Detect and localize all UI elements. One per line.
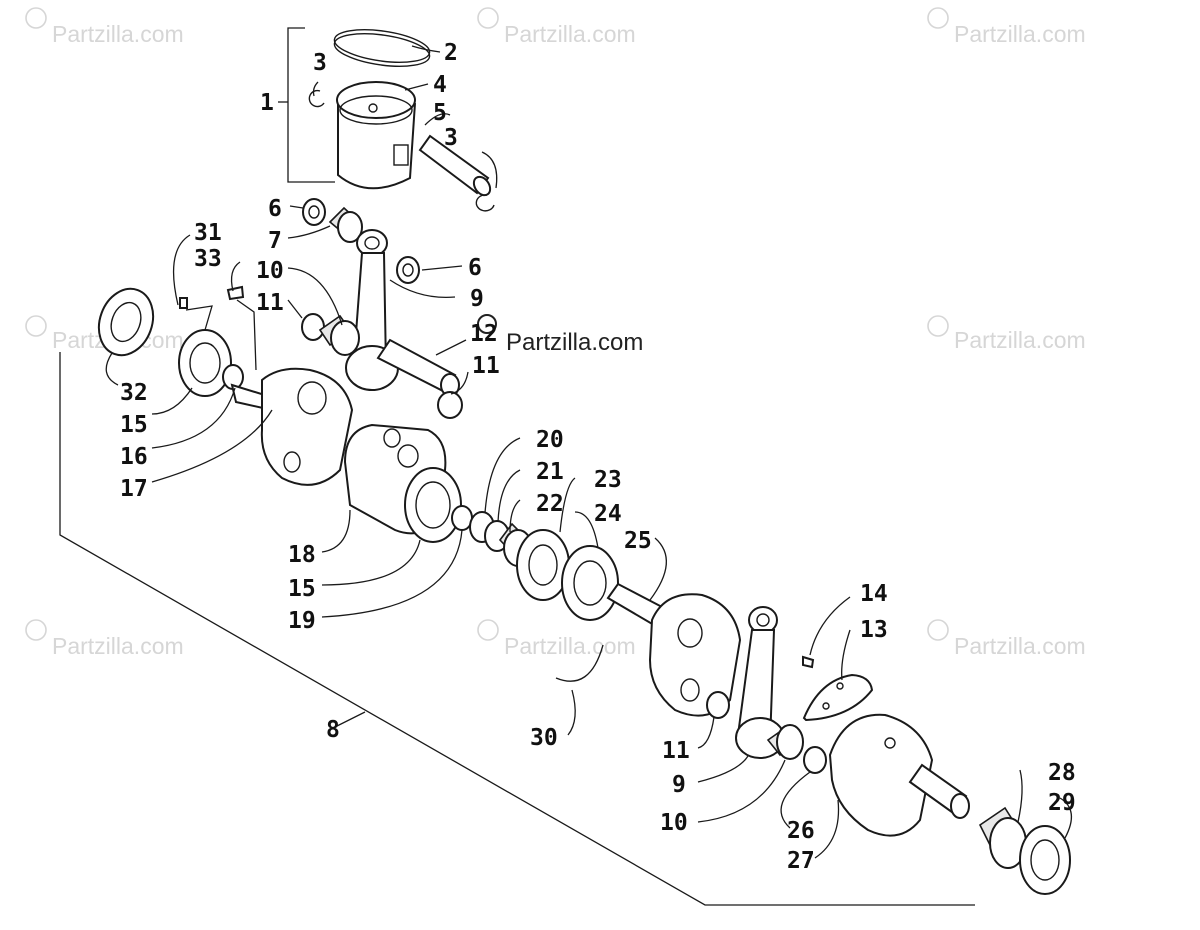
callout-12: 12 [470, 321, 498, 347]
callout-24: 24 [594, 501, 622, 527]
dowel-pin [179, 297, 188, 309]
callout-31: 31 [194, 220, 222, 246]
piston [336, 81, 416, 190]
callout-11: 11 [472, 353, 500, 379]
callout-16: 16 [120, 444, 148, 470]
callout-15: 15 [120, 412, 148, 438]
callout-13: 13 [860, 617, 888, 643]
callout-29: 29 [1048, 790, 1076, 816]
connecting-rod [735, 606, 785, 759]
callout-2: 2 [444, 40, 458, 66]
circlip [308, 89, 325, 108]
counterweight-plate [802, 673, 874, 722]
callout-9: 9 [470, 286, 484, 312]
watermark-low-center: Partzilla.com [477, 619, 636, 659]
watermark-text: Partzilla.com [954, 327, 1086, 353]
oil-seal [97, 287, 155, 357]
watermark-low-left: Partzilla.com [25, 619, 184, 659]
retaining-ring [555, 644, 604, 682]
watermark-text: Partzilla.com [504, 21, 636, 47]
callout-19: 19 [288, 608, 316, 634]
connecting-rod [345, 229, 399, 391]
callout-9: 9 [672, 772, 686, 798]
o-ring [451, 505, 473, 531]
center-seal [516, 529, 570, 601]
washer [803, 746, 827, 774]
roller-bearing [978, 806, 1027, 869]
callout-10: 10 [256, 258, 284, 284]
callout-32: 32 [120, 380, 148, 406]
callout-5: 5 [433, 100, 447, 126]
crankshaft-half-right [606, 582, 742, 717]
crankshaft-half-left [230, 367, 354, 486]
assembly-bracket-8 [59, 352, 975, 906]
watermark-top-left: Partzilla.com [25, 7, 184, 47]
callout-11: 11 [256, 290, 284, 316]
callout-1: 1 [260, 90, 274, 116]
watermark-low-right: Partzilla.com [927, 619, 1086, 659]
callout-6: 6 [268, 196, 282, 222]
watermark-top-center: Partzilla.com [477, 7, 636, 47]
callout-18: 18 [288, 542, 316, 568]
ball-bearing [561, 545, 619, 621]
callout-27: 27 [787, 848, 815, 874]
woodruff-key [226, 285, 245, 301]
callout-8: 8 [326, 717, 340, 743]
callout-15: 15 [288, 576, 316, 602]
callout-23: 23 [594, 467, 622, 493]
callout-20: 20 [536, 427, 564, 453]
callout-14: 14 [860, 581, 888, 607]
crankshaft-end-right [828, 713, 970, 837]
needle-bearing-small [328, 206, 363, 243]
watermark-top-right: Partzilla.com [927, 7, 1086, 47]
callout-22: 22 [536, 491, 564, 517]
callout-4: 4 [433, 72, 447, 98]
needle-bearing-large [318, 314, 360, 356]
callout-30: 30 [530, 725, 558, 751]
assembly-bracket-1 [278, 27, 335, 183]
watermark-group: Partzilla.com Partzilla.com Partzilla.co… [25, 7, 1086, 659]
piston-ring [333, 29, 431, 67]
thrust-washer [396, 256, 420, 284]
watermark-mid-right: Partzilla.com [927, 315, 1086, 353]
callout-33: 33 [194, 246, 222, 272]
thrust-washer [302, 198, 326, 226]
callout-25: 25 [624, 528, 652, 554]
circlip [475, 194, 495, 212]
crank-pin [376, 338, 460, 397]
callout-11: 11 [662, 738, 690, 764]
screw [802, 655, 815, 669]
callout-labels: 1 2 3 3 4 5 6 6 7 8 9 9 10 10 11 11 11 1… [120, 40, 1076, 874]
ball-bearing [178, 329, 232, 397]
watermark-text: Partzilla.com [954, 633, 1086, 659]
piston-pin [418, 134, 492, 197]
callout-28: 28 [1048, 760, 1076, 786]
callout-10: 10 [660, 810, 688, 836]
needle-bearing-large [766, 724, 804, 760]
watermark-text: Partzilla.com [954, 21, 1086, 47]
leader-lines [105, 45, 1072, 859]
ball-bearing [404, 467, 462, 543]
callout-26: 26 [787, 818, 815, 844]
callout-21: 21 [536, 459, 564, 485]
watermark-center-main: Partzilla.com [477, 314, 643, 356]
watermark-text: Partzilla.com [504, 633, 636, 659]
callout-3: 3 [444, 125, 458, 151]
watermark-text: Partzilla.com [52, 633, 184, 659]
callout-3: 3 [313, 50, 327, 76]
callout-7: 7 [268, 228, 282, 254]
watermark-text: Partzilla.com [52, 21, 184, 47]
washer [706, 691, 730, 719]
callout-6: 6 [468, 255, 482, 281]
watermark-center-text: Partzilla.com [506, 329, 643, 356]
callout-17: 17 [120, 476, 148, 502]
oil-seal [1019, 825, 1071, 895]
washer [301, 313, 325, 341]
washer [437, 391, 463, 419]
